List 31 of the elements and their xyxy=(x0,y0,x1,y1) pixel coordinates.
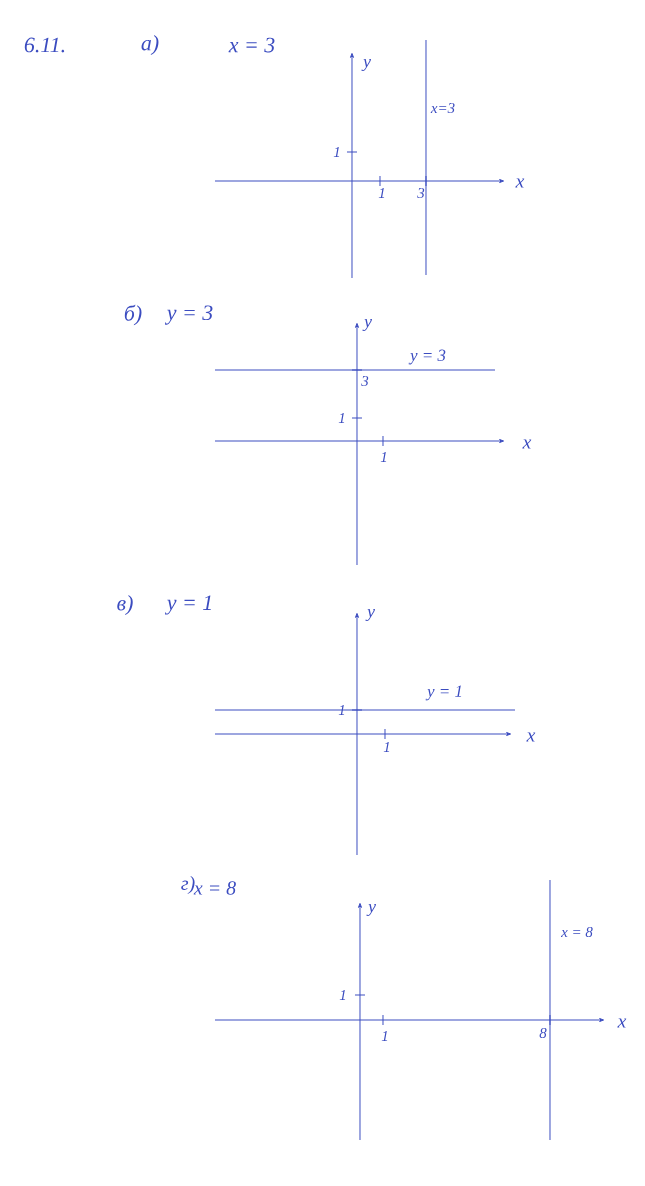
line-label: x = 8 xyxy=(561,926,593,938)
axis-label: x xyxy=(522,439,532,449)
part-letter: г) xyxy=(181,875,195,895)
tick-label: 1 xyxy=(383,742,390,752)
tick-label: 8 xyxy=(539,1027,547,1039)
equation-text: x = 3 xyxy=(228,37,275,53)
line-label: y = 3 xyxy=(408,349,446,365)
tick-label: 1 xyxy=(338,413,345,423)
equation-text: y = 1 xyxy=(164,595,211,615)
tick-label: 1 xyxy=(338,705,345,715)
axis-label: x xyxy=(617,1018,627,1028)
axis-label: y xyxy=(361,58,371,72)
axis-label: y xyxy=(365,608,375,622)
axis-label: y xyxy=(362,318,372,332)
axis-label: x xyxy=(515,178,525,188)
tick-label: 1 xyxy=(333,147,340,157)
part-letter: а) xyxy=(141,35,159,55)
tick-label: 1 xyxy=(381,1031,388,1041)
tick-label: 3 xyxy=(417,188,425,199)
part-letter: б) xyxy=(124,304,142,326)
problem-number: 6.11. xyxy=(24,37,65,53)
axis-label: y xyxy=(366,903,376,917)
tick-label: 1 xyxy=(378,188,385,198)
line-label: x=3 xyxy=(430,103,455,114)
axis-label: x xyxy=(526,732,536,742)
tick-label: 1 xyxy=(339,990,346,1000)
line-label: y = 1 xyxy=(425,685,462,701)
equation-text: y = 3 xyxy=(164,305,213,325)
part-letter: в) xyxy=(117,595,133,615)
tick-label: 3 xyxy=(361,376,369,387)
tick-label: 1 xyxy=(380,452,387,462)
